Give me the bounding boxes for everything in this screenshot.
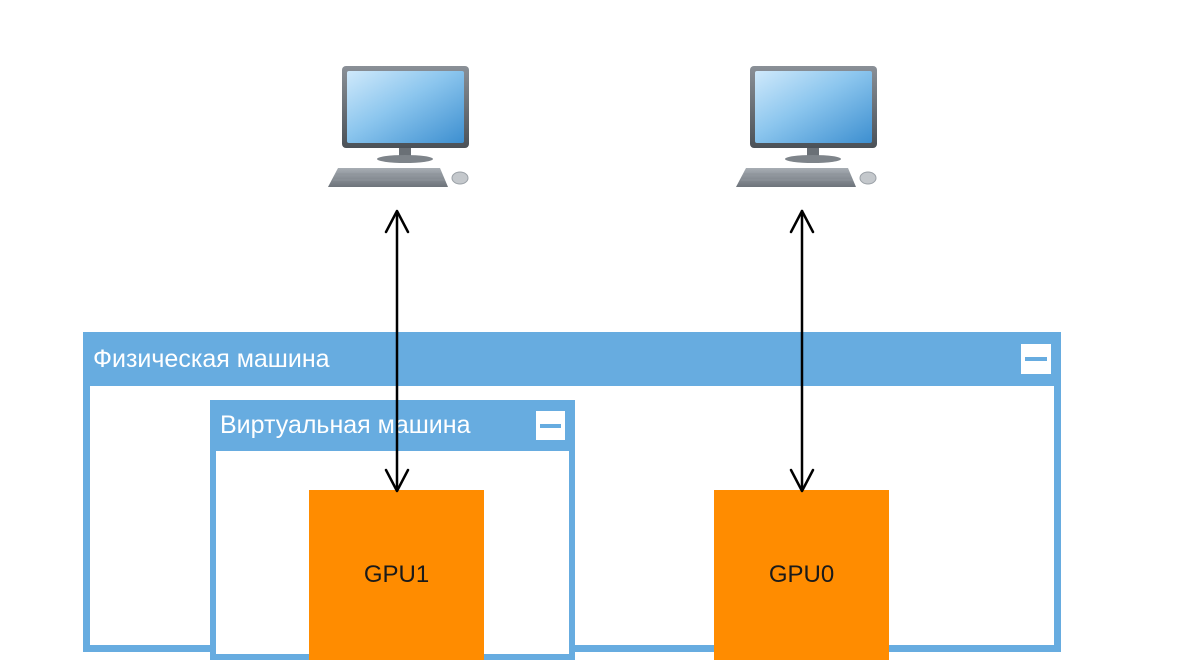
physical-machine-header: Физическая машина — [83, 332, 1061, 386]
gpu0-box: GPU0 — [714, 490, 889, 660]
virtual-machine-header: Виртуальная машина — [210, 400, 575, 451]
computer-icon — [328, 66, 469, 187]
computer-icon — [736, 66, 877, 187]
physical-machine-title: Физическая машина — [93, 344, 330, 373]
physical-machine-collapse-icon[interactable] — [1021, 344, 1051, 374]
gpu1-label: GPU1 — [363, 561, 430, 588]
virtual-machine-collapse-icon[interactable] — [536, 411, 565, 440]
gpu0-label: GPU0 — [768, 561, 835, 588]
gpu1-box: GPU1 — [309, 490, 484, 660]
virtual-machine-title: Виртуальная машина — [220, 411, 471, 439]
